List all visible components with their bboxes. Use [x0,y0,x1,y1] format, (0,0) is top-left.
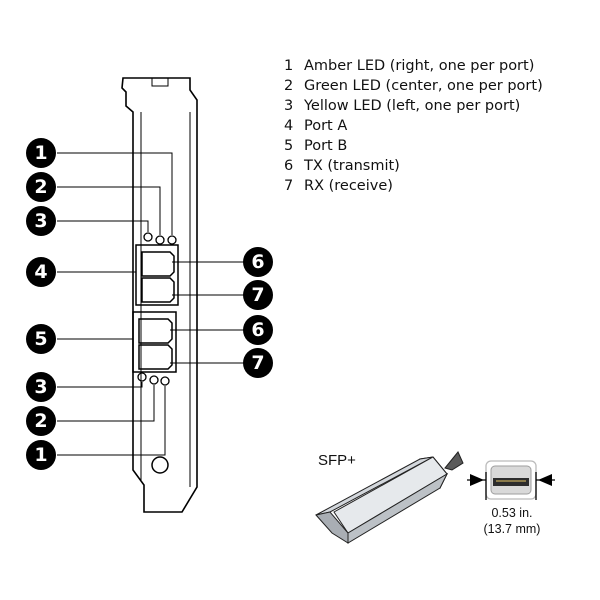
pci-bracket [121,77,198,513]
callout-7-rx-port-b: 7 [243,348,273,378]
legend-number: 1 [284,58,294,74]
dimension-markers [467,472,555,500]
callout-2-green-led-a: 2 [26,172,56,202]
led-yellow-a [143,232,153,242]
led-amber-a [167,235,177,245]
port-a-leds [143,232,177,245]
legend-item: 7 RX (receive) [284,176,543,196]
legend-number: 2 [284,78,294,94]
sfp-module [315,451,464,544]
port-b-leds [137,372,170,386]
callout-3-yellow-led-a: 3 [26,206,56,236]
port-a [135,244,179,306]
legend-item: 5 Port B [284,136,543,156]
led-amber-b [160,376,170,386]
legend-text: Port B [304,138,348,154]
mounting-hole [151,456,169,474]
callout-6-tx-port-a: 6 [243,247,273,277]
legend-item: 6 TX (transmit) [284,156,543,176]
led-green-a [155,235,165,245]
legend-text: RX (receive) [304,178,393,194]
legend-number: 7 [284,178,294,194]
legend-text: Amber LED (right, one per port) [304,58,535,74]
legend-text: TX (transmit) [304,158,400,174]
legend-item: 1 Amber LED (right, one per port) [284,56,543,76]
legend-text: Port A [304,118,348,134]
sfp-label: SFP+ [318,452,356,469]
sfp-cage-front-view [485,460,537,500]
dimension-inches: 0.53 in. [491,506,533,520]
callout-7-rx-port-a: 7 [243,280,273,310]
port-b [132,311,177,373]
component-legend: 1 Amber LED (right, one per port) 2 Green … [284,56,543,196]
legend-text: Green LED (center, one per port) [304,78,543,94]
dimension-label: 0.53 in. (13.7 mm) [462,505,562,537]
callout-1-amber-led-b: 1 [26,440,56,470]
callout-2-green-led-b: 2 [26,406,56,436]
legend-number: 5 [284,138,294,154]
led-green-b [149,375,159,385]
legend-number: 4 [284,118,294,134]
dimension-millimeters: (13.7 mm) [483,522,541,536]
callout-6-tx-port-b: 6 [243,315,273,345]
legend-item: 4 Port A [284,116,543,136]
legend-number: 6 [284,158,294,174]
legend-text: Yellow LED (left, one per port) [304,98,521,114]
legend-item: 2 Green LED (center, one per port) [284,76,543,96]
led-yellow-b [137,372,147,382]
callout-4-port-a: 4 [26,257,56,287]
callout-5-port-b: 5 [26,324,56,354]
callout-1-amber-led-a: 1 [26,138,56,168]
leader-lines [57,152,244,456]
legend-item: 3 Yellow LED (left, one per port) [284,96,543,116]
legend-number: 3 [284,98,294,114]
callout-3-yellow-led-b: 3 [26,372,56,402]
